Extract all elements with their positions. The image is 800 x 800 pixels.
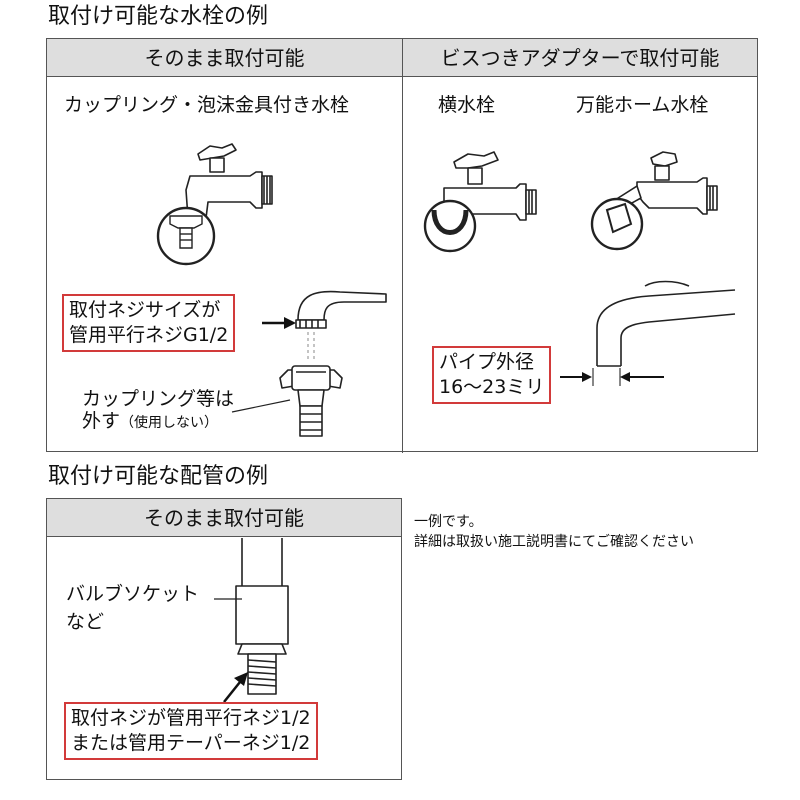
pipe-note-line1: パイプ外径 xyxy=(439,351,535,373)
example-disclaimer-note: 一例です。 詳細は取扱い施工説明書にてご確認ください xyxy=(414,512,694,552)
faucet-column-divider xyxy=(402,77,403,453)
socket-label-line1: バルブソケット xyxy=(66,583,200,605)
side-faucet-caption: 横水栓 xyxy=(438,94,496,116)
pipe-note-line2: 16～23ミリ xyxy=(439,376,545,398)
pipe-thread-note: 取付ネジが管用平行ネジ1/2 または管用テーパーネジ1/2 xyxy=(64,702,318,760)
faucet-left-header: そのまま取付可能 xyxy=(47,39,402,77)
spout-coupling-illustration xyxy=(270,282,390,442)
left-thread-size-note: 取付ネジサイズが 管用平行ネジG1/2 xyxy=(62,294,236,352)
socket-leader-line xyxy=(214,596,244,602)
coupling-note-line2: 外す（使用しない） xyxy=(82,410,234,434)
left-thread-arrow xyxy=(262,317,296,329)
disclaimer-line2: 詳細は取扱い施工説明書にてご確認ください xyxy=(414,534,694,550)
left-thread-note-line1: 取付ネジサイズが xyxy=(69,299,221,321)
coupling-faucet-caption: カップリング・泡沫金具付き水栓 xyxy=(64,94,350,116)
pipe-diameter-note: パイプ外径 16～23ミリ xyxy=(432,346,552,404)
valve-socket-label: バルブソケット など xyxy=(66,580,199,636)
coupling-note-main: 外す xyxy=(82,410,121,432)
pipe-section-title: 取付け可能な配管の例 xyxy=(48,464,269,489)
pipe-spout-illustration xyxy=(585,276,755,376)
pipe-thread-note-line2: または管用テーパーネジ1/2 xyxy=(71,732,311,754)
left-thread-note-line2: 管用平行ネジG1/2 xyxy=(69,324,229,346)
coupling-remove-note: カップリング等は 外す（使用しない） xyxy=(82,388,234,434)
valve-socket-illustration xyxy=(226,538,316,708)
universal-faucet-caption: 万能ホーム水栓 xyxy=(576,94,709,116)
faucet-section-title: 取付け可能な水栓の例 xyxy=(48,4,269,29)
coupling-leader-line xyxy=(232,398,292,414)
universal-faucet-illustration xyxy=(585,148,725,258)
coupling-note-line1: カップリング等は xyxy=(82,388,235,410)
faucet-right-header: ビスつきアダプターで取付可能 xyxy=(402,39,757,77)
faucet-table: そのまま取付可能 ビスつきアダプターで取付可能 xyxy=(46,38,758,453)
coupling-faucet-illustration xyxy=(150,140,290,270)
pipe-diameter-dimension xyxy=(560,366,670,388)
pipe-thread-arrow xyxy=(222,672,248,704)
coupling-note-small: （使用しない） xyxy=(120,415,219,431)
pipe-header: そのまま取付可能 xyxy=(47,499,401,537)
pipe-thread-note-line1: 取付ネジが管用平行ネジ1/2 xyxy=(71,707,311,729)
socket-label-line2: など xyxy=(66,611,105,633)
side-faucet-illustration xyxy=(420,148,550,258)
disclaimer-line1: 一例です。 xyxy=(414,514,483,530)
